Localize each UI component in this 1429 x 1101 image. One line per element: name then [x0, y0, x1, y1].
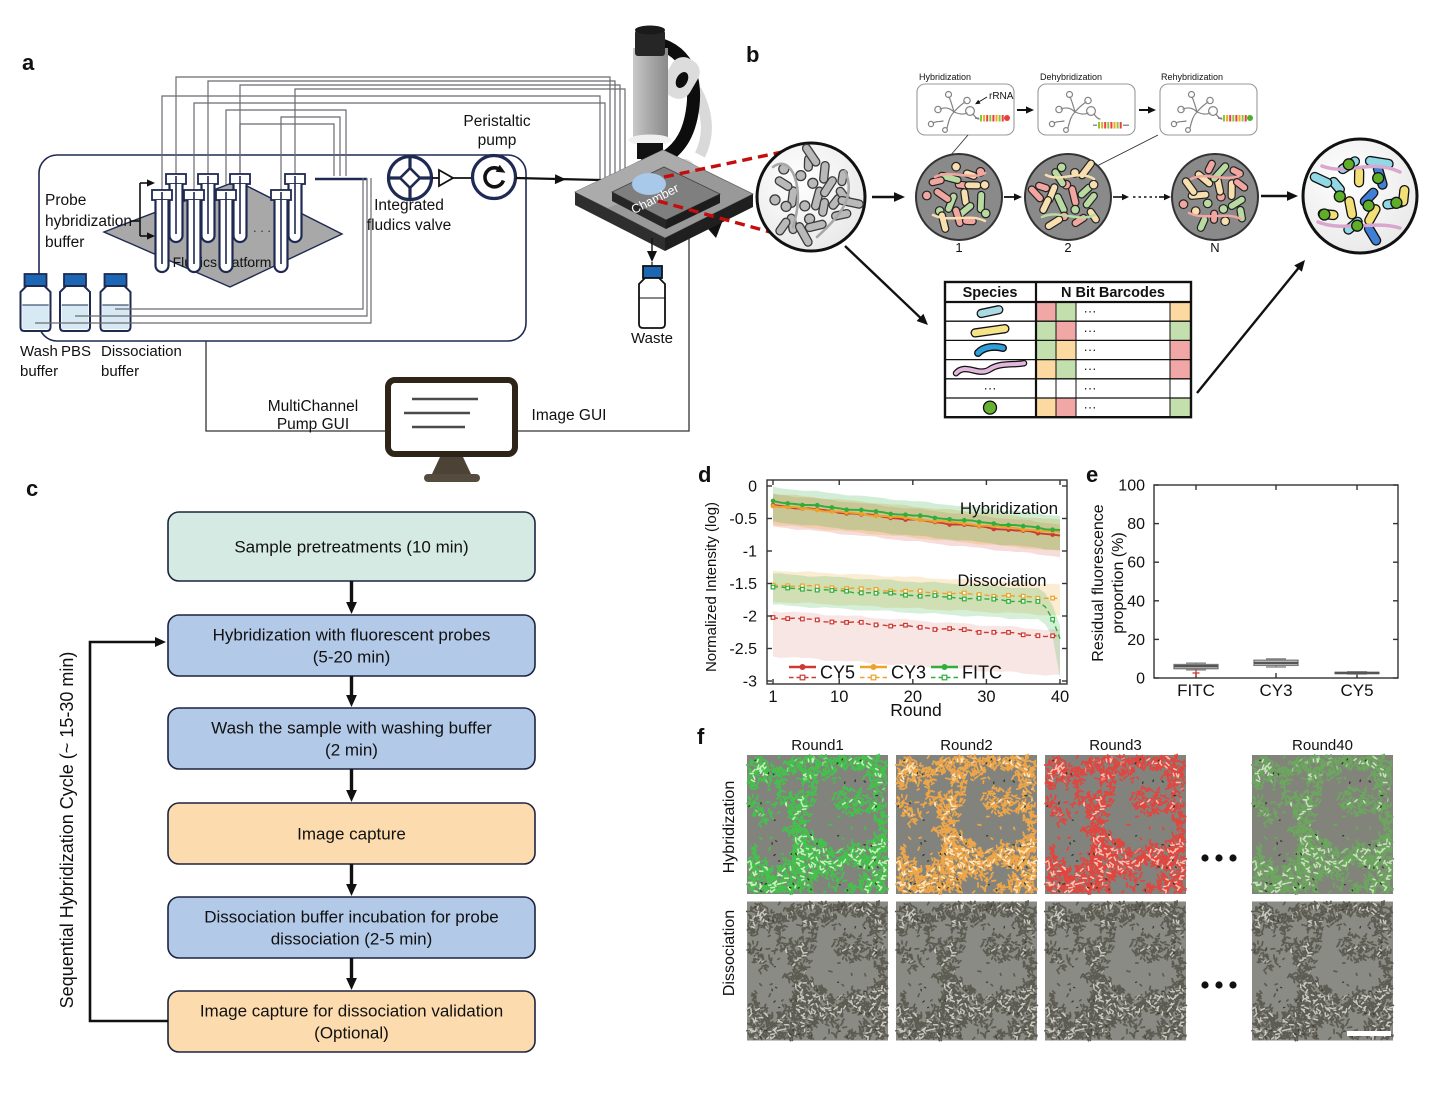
svg-text:60: 60: [1127, 555, 1145, 572]
svg-text:0: 0: [1136, 671, 1145, 688]
svg-text:Wash: Wash: [20, 343, 58, 360]
svg-text:1: 1: [768, 688, 777, 706]
svg-text:80: 80: [1127, 516, 1145, 533]
svg-text:. . .: . . .: [245, 254, 263, 269]
svg-text:MultiChannel: MultiChannel: [268, 398, 358, 415]
svg-text:-2.5: -2.5: [729, 641, 757, 658]
svg-text:Image GUI: Image GUI: [532, 407, 607, 424]
svg-text:0: 0: [748, 479, 757, 496]
svg-text:Image capture: Image capture: [297, 825, 406, 844]
svg-text:Round1: Round1: [791, 737, 844, 754]
svg-text:Image capture for dissociation: Image capture for dissociation validatio…: [200, 1002, 503, 1021]
svg-text:30: 30: [977, 688, 995, 706]
svg-text:20: 20: [904, 688, 922, 706]
svg-text:Pump GUI: Pump GUI: [277, 416, 349, 433]
svg-text:Round40: Round40: [1292, 737, 1353, 754]
svg-text:Sample pretreatments (10 min): Sample pretreatments (10 min): [234, 538, 468, 557]
svg-text:40: 40: [1051, 688, 1069, 706]
svg-text:Dissociation: Dissociation: [958, 572, 1047, 590]
svg-text:Rehybridization: Rehybridization: [1161, 72, 1223, 82]
svg-text:Waste: Waste: [631, 330, 673, 347]
svg-text:c: c: [26, 476, 38, 501]
svg-text:CY3: CY3: [1259, 681, 1292, 700]
svg-text:Hybridization: Hybridization: [919, 72, 971, 82]
svg-text:PBS: PBS: [61, 343, 91, 360]
svg-text:Round: Round: [890, 700, 942, 720]
svg-text:(2 min): (2 min): [325, 741, 378, 760]
svg-text:buffer: buffer: [20, 363, 58, 380]
svg-text:N: N: [1210, 240, 1219, 255]
svg-text:Wash the sample with washing b: Wash the sample with washing buffer: [211, 719, 492, 738]
svg-text:rRNA: rRNA: [989, 91, 1014, 102]
svg-text:-2: -2: [743, 609, 757, 626]
svg-text:···: ···: [1084, 323, 1097, 338]
svg-text:1: 1: [955, 240, 962, 255]
svg-text:FITC: FITC: [962, 663, 1002, 683]
svg-text:···: ···: [1084, 361, 1097, 376]
svg-text:Round2: Round2: [940, 737, 993, 754]
svg-text:Hybridization: Hybridization: [721, 781, 738, 873]
svg-text:Residual fluorescence: Residual fluorescence: [1090, 504, 1107, 662]
svg-text:Dissociation: Dissociation: [101, 343, 182, 360]
svg-text:hybridization: hybridization: [45, 213, 132, 230]
svg-text:Dissociation: Dissociation: [721, 910, 738, 996]
svg-text:-1: -1: [743, 544, 757, 561]
svg-text:N Bit Barcodes: N Bit Barcodes: [1061, 285, 1165, 301]
svg-text:···: ···: [1084, 400, 1097, 415]
svg-text:buffer: buffer: [45, 234, 84, 251]
svg-text:···: ···: [1084, 380, 1097, 395]
svg-text:CY5: CY5: [820, 663, 855, 683]
svg-text:fludics valve: fludics valve: [367, 217, 451, 234]
svg-text:Species: Species: [963, 285, 1018, 301]
svg-text:Dehybridization: Dehybridization: [1040, 72, 1102, 82]
svg-text:Hybridization with fluorescent: Hybridization with fluorescent probes: [213, 626, 491, 645]
svg-text:(Optional): (Optional): [314, 1024, 389, 1043]
svg-text:pump: pump: [478, 132, 517, 149]
svg-text:-3: -3: [743, 674, 757, 691]
svg-text:(5-20 min): (5-20 min): [313, 648, 390, 667]
svg-text:Integrated: Integrated: [374, 197, 444, 214]
svg-text:CY5: CY5: [1340, 681, 1373, 700]
svg-text:buffer: buffer: [101, 363, 139, 380]
svg-text:d: d: [698, 462, 711, 487]
svg-text:CY3: CY3: [891, 663, 926, 683]
svg-text:···: ···: [1084, 342, 1097, 357]
svg-text:2: 2: [1064, 240, 1071, 255]
svg-text:10: 10: [830, 688, 848, 706]
svg-text:40: 40: [1127, 593, 1145, 610]
svg-text:. . .: . . .: [253, 220, 271, 235]
svg-text:e: e: [1086, 462, 1098, 487]
svg-text:-1.5: -1.5: [729, 576, 757, 593]
svg-text:proportion (%): proportion (%): [1110, 532, 1127, 633]
svg-text:100: 100: [1118, 478, 1145, 495]
svg-text:Hybridization: Hybridization: [960, 499, 1058, 518]
svg-text:···: ···: [984, 380, 997, 395]
svg-text:Round3: Round3: [1089, 737, 1142, 754]
svg-text:Peristaltic: Peristaltic: [463, 113, 530, 130]
svg-text:-0.5: -0.5: [729, 511, 757, 528]
svg-text:b: b: [746, 42, 759, 67]
svg-text:FITC: FITC: [1177, 681, 1215, 700]
svg-text:a: a: [22, 50, 35, 75]
svg-text:···: ···: [1084, 304, 1097, 319]
svg-text:Sequential Hybridization Cycle: Sequential Hybridization Cycle (~ 15-30 …: [57, 652, 77, 1009]
svg-text:Dissociation buffer incubation: Dissociation buffer incubation for probe: [204, 908, 499, 927]
svg-text:f: f: [697, 724, 705, 749]
svg-text:20: 20: [1127, 632, 1145, 649]
svg-text:Probe: Probe: [45, 192, 86, 209]
svg-text:dissociation (2-5 min): dissociation (2-5 min): [271, 930, 433, 949]
svg-text:Normalized Intensity (log): Normalized Intensity (log): [703, 502, 720, 672]
